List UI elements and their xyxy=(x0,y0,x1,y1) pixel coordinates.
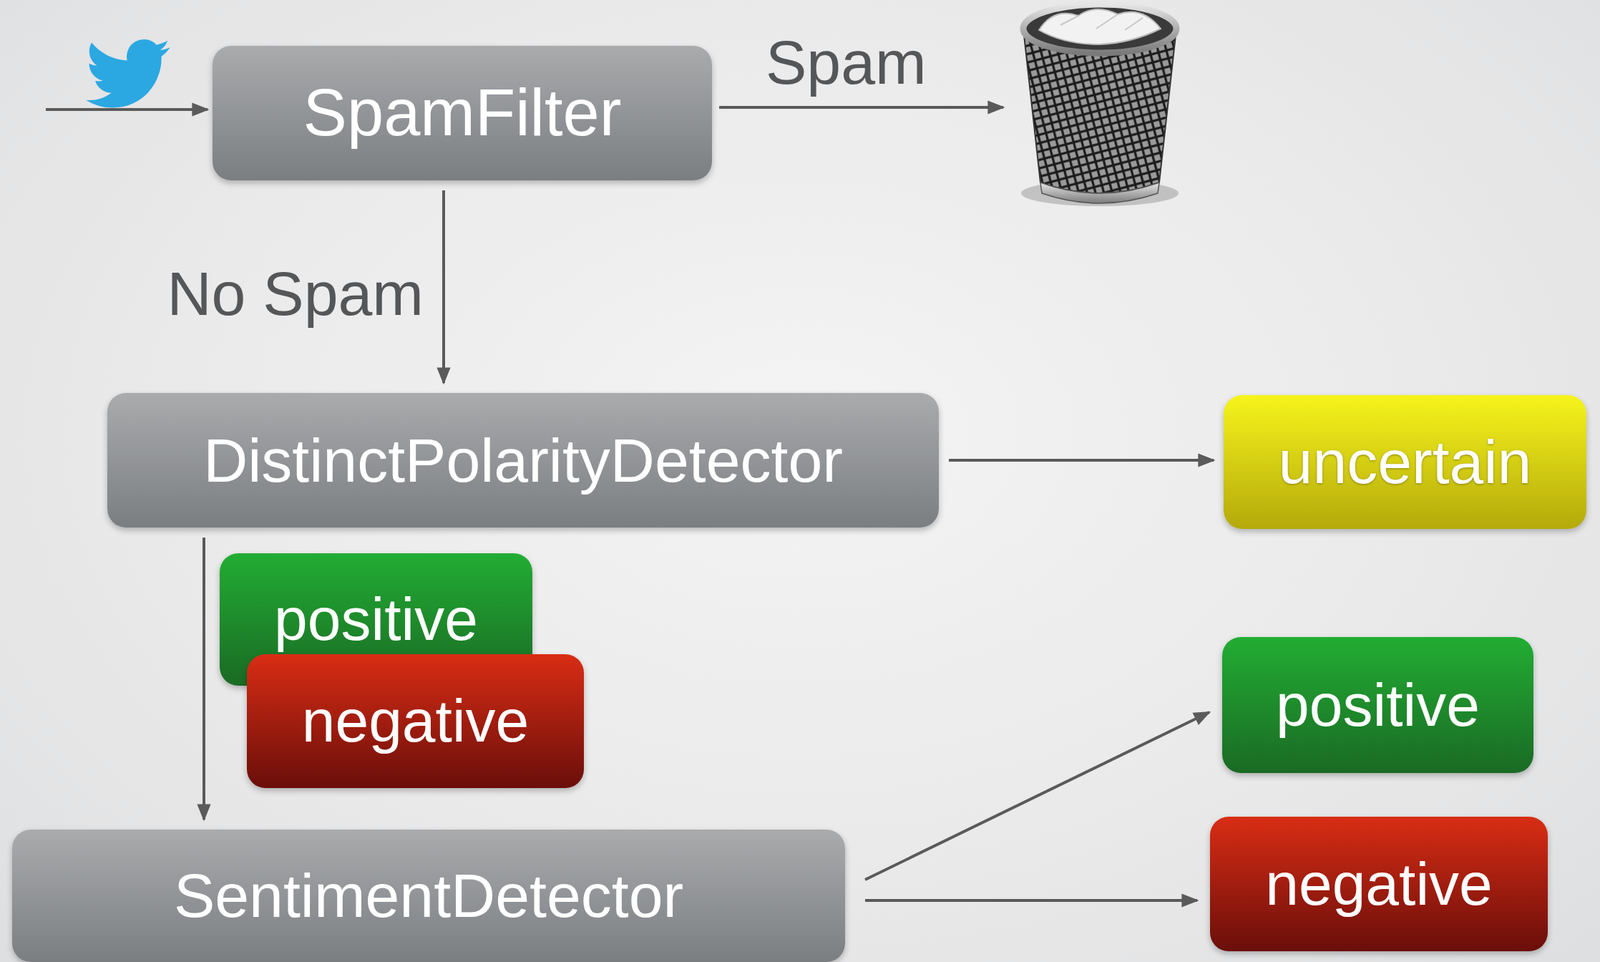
flow-arrow xyxy=(442,190,446,383)
flow-arrow xyxy=(865,898,1198,902)
result-tag: positive xyxy=(1222,636,1534,773)
box-text: SentimentDetector xyxy=(173,861,684,930)
input-arrow xyxy=(45,108,208,111)
spam-arrow xyxy=(719,105,1004,109)
flow-arrow xyxy=(202,537,206,820)
process-box: SentimentDetector xyxy=(12,829,846,962)
box-text: SpamFilter xyxy=(303,76,622,149)
box-text: negative xyxy=(1265,850,1493,917)
result-tag: uncertain xyxy=(1223,394,1587,529)
process-box: SpamFilter xyxy=(212,45,712,181)
flow-arrow xyxy=(948,458,1214,462)
edge-label: No Spam xyxy=(167,259,425,328)
process-box: DistinctPolarityDetector xyxy=(107,392,939,528)
box-text: positive xyxy=(1275,671,1480,738)
result-tag: negative xyxy=(246,654,584,788)
flow-arrow xyxy=(865,711,1210,880)
twitter-bird xyxy=(85,39,171,109)
trash-can xyxy=(1021,4,1179,207)
box-text: negative xyxy=(301,687,530,754)
box-text: positive xyxy=(274,586,478,652)
arrow-label: Spam xyxy=(765,28,927,97)
box-text: uncertain xyxy=(1278,427,1533,496)
box-text: DistinctPolarityDetector xyxy=(203,426,843,495)
result-tag: negative xyxy=(1210,816,1548,951)
